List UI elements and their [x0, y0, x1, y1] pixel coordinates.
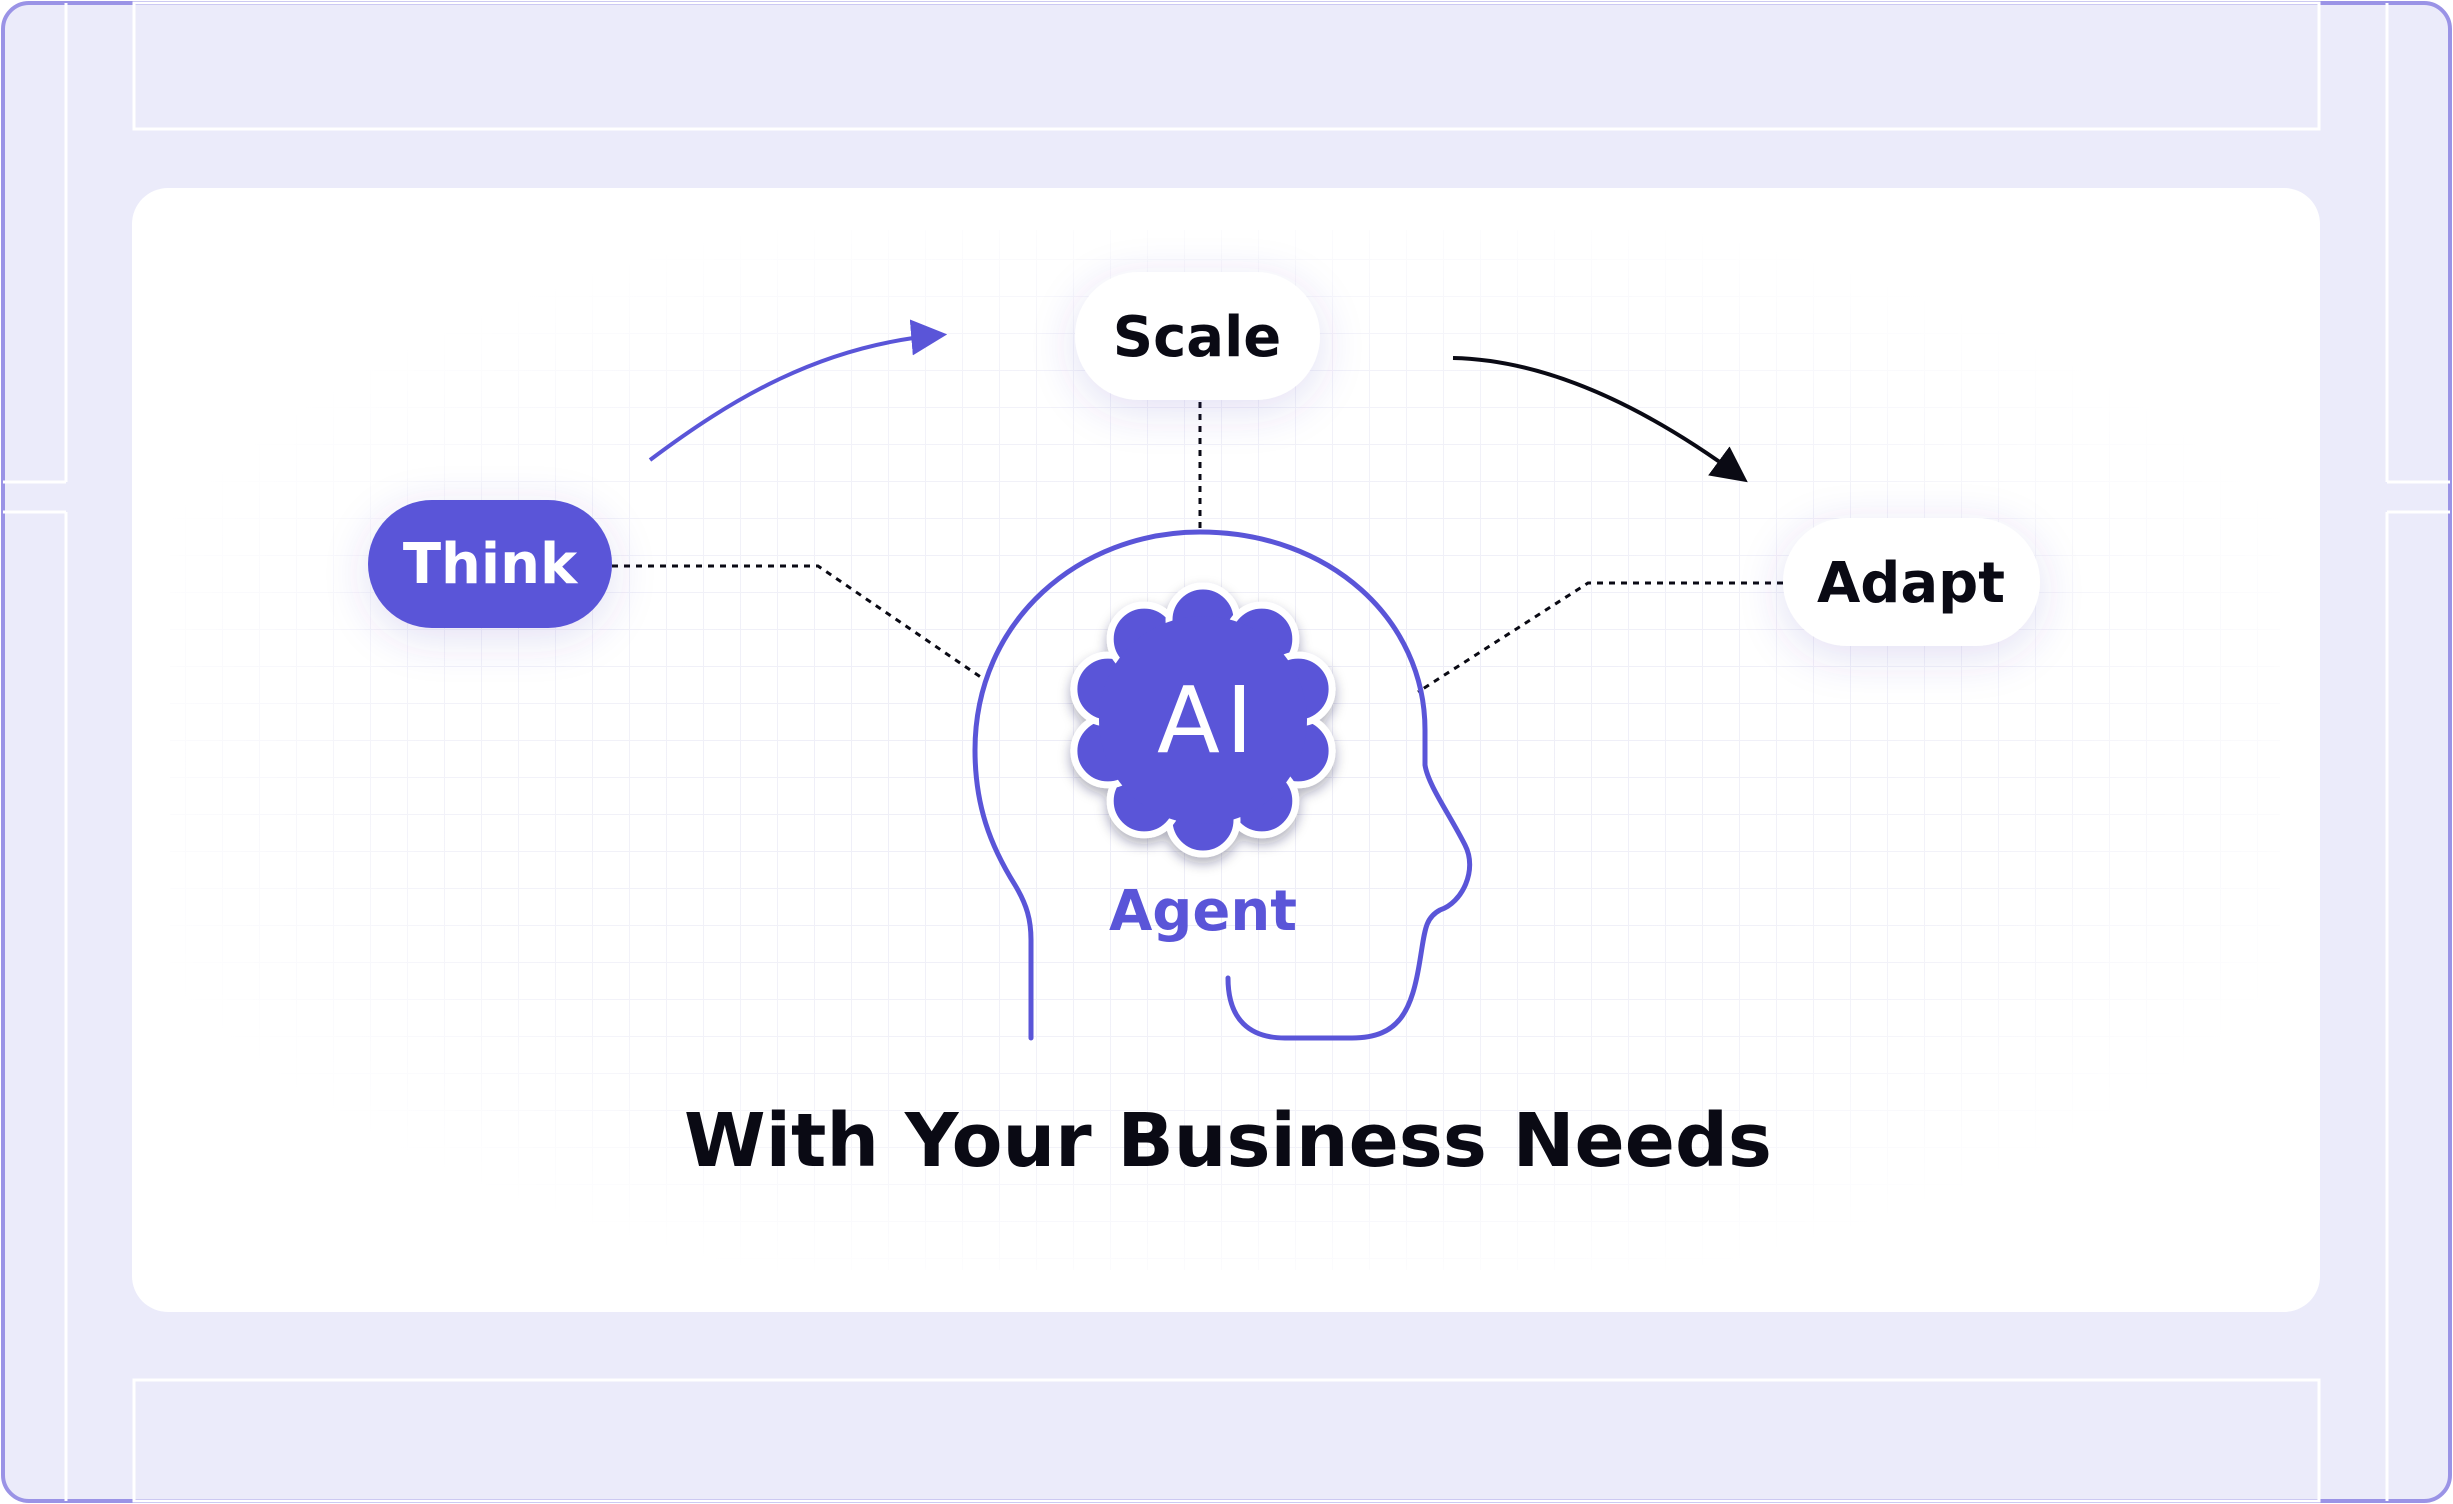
connector-adapt: [1417, 581, 1783, 694]
scale-pill[interactable]: [1075, 272, 1320, 400]
connector-think: [612, 564, 986, 682]
frame-decorations: [3, 1, 2450, 1503]
ai-badge-icon: [1070, 582, 1336, 858]
agent-label: Agent: [1109, 879, 1297, 944]
scale-node[interactable]: [1075, 272, 1320, 400]
think-pill[interactable]: [368, 500, 612, 628]
ai-badge-text: AI: [1157, 667, 1259, 774]
arrow-scale-to-adapt: [1452, 356, 1748, 483]
adapt-pill[interactable]: [1783, 518, 2040, 646]
bottom-inset-panel: [132, 1378, 2321, 1503]
arrow-think-to-scale: [648, 319, 948, 462]
head-silhouette-icon: [972, 529, 1473, 1041]
adapt-label: Adapt: [1817, 551, 2005, 616]
dotted-connectors: [612, 402, 1783, 694]
adapt-node[interactable]: [1783, 518, 2040, 646]
scale-label: Scale: [1113, 305, 1282, 370]
think-label: Think: [403, 532, 579, 597]
background-grid: [170, 230, 2280, 1270]
think-node[interactable]: [368, 500, 612, 628]
headline: With Your Business Needs: [684, 1098, 1772, 1184]
top-inset-panel: [132, 1, 2321, 131]
